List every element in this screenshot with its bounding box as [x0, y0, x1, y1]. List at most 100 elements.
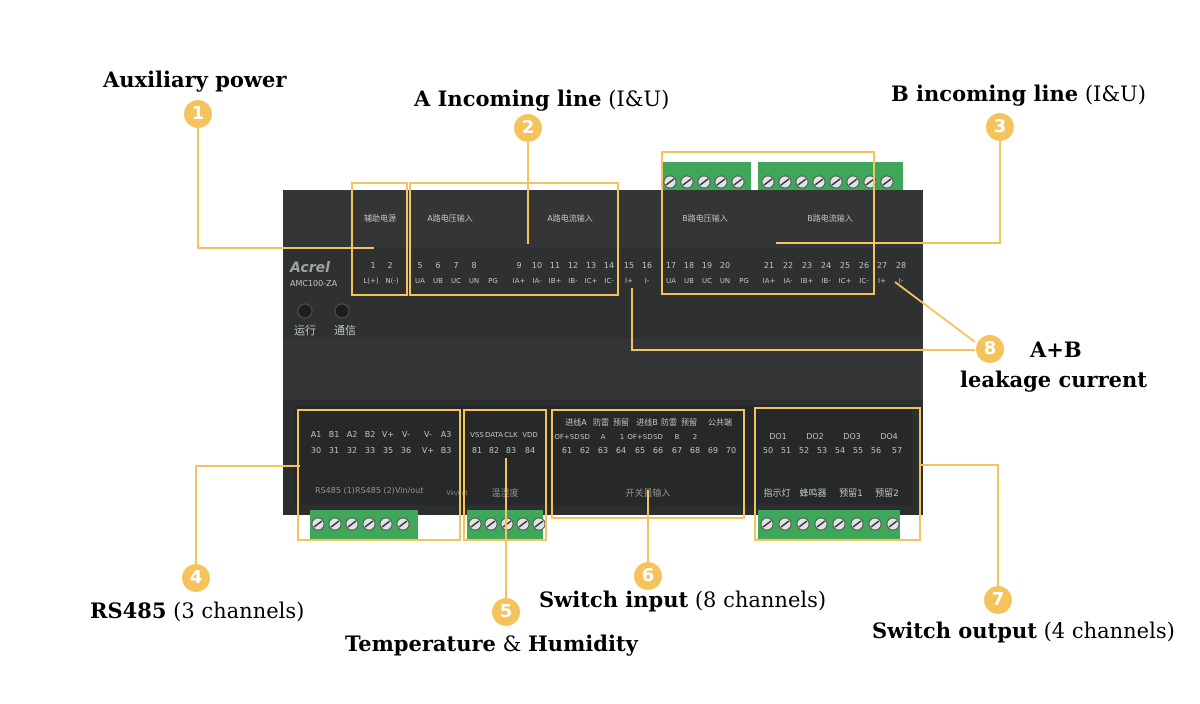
switch-number: 70	[726, 446, 736, 455]
screw-icon	[663, 175, 677, 189]
switch-signal: OF+SD	[554, 433, 579, 441]
rs485-signal: A2	[347, 430, 358, 439]
terminal-number: 12	[568, 261, 578, 270]
terminal-number: 13	[586, 261, 596, 270]
do-number: 56	[871, 446, 881, 455]
switch-header: 防雷	[661, 417, 677, 427]
th-side-label: Vin/out	[446, 490, 468, 497]
highlight-rs485	[297, 409, 461, 541]
rs485-number: 31	[329, 446, 339, 455]
callout-leakage-current: leakage current	[960, 367, 1147, 392]
screw-icon	[814, 517, 828, 531]
terminal-signal: I-	[645, 277, 650, 285]
terminal-number: 28	[896, 261, 906, 270]
label-b-volt: B路电压输入	[682, 213, 728, 223]
terminal-number: 16	[642, 261, 652, 270]
switch-header: 预留	[613, 417, 629, 427]
screw-icon	[532, 517, 546, 531]
screw-icon	[484, 517, 498, 531]
brand-logo: Acrel	[289, 260, 330, 276]
screw-icon	[731, 175, 745, 189]
do-number: 52	[799, 446, 809, 455]
screw-icon	[832, 517, 846, 531]
th-number: 81	[472, 446, 482, 455]
terminal-signal: IC-	[604, 277, 614, 285]
screw-icon	[778, 517, 792, 531]
rs485-number: 35	[383, 446, 393, 455]
terminal-number: 21	[764, 261, 774, 270]
terminal-signal: L(+)	[363, 277, 378, 285]
rs485-number: B3	[441, 446, 452, 455]
callout-temp-humidity: Temperature & Humidity	[345, 631, 638, 656]
highlight-aux-power	[351, 182, 408, 296]
do-number: 54	[835, 446, 845, 455]
terminal-signal: I+	[625, 277, 633, 285]
switch-signal: 2	[693, 433, 697, 441]
terminal-signal: N(-)	[385, 277, 398, 285]
highlight-switch-out	[754, 407, 921, 541]
th-signal: VDD	[522, 431, 538, 439]
terminal-number: 7	[453, 261, 458, 270]
switch-signal: SD	[653, 433, 663, 441]
terminal-number: 15	[624, 261, 634, 270]
rs485-number: 32	[347, 446, 357, 455]
callout-b-incoming: B incoming line (I&U)	[891, 81, 1146, 106]
highlight-b-incoming	[661, 151, 875, 295]
terminal-number: 19	[702, 261, 712, 270]
screw-icon	[345, 517, 359, 531]
terminal-number: 20	[720, 261, 730, 270]
terminal-signal: PG	[739, 277, 749, 285]
terminal-signal: IA+	[763, 277, 776, 285]
screw-icon	[778, 175, 792, 189]
rs485-signal: V-	[402, 430, 410, 439]
switch-signal: 1	[620, 433, 624, 441]
terminal-number: 8	[471, 261, 476, 270]
screw-icon	[680, 175, 694, 189]
screw-icon	[850, 517, 864, 531]
th-number: 82	[489, 446, 499, 455]
housing-bottom-inset	[294, 405, 912, 505]
screw-icon	[379, 517, 393, 531]
do-number: 51	[781, 446, 791, 455]
terminal-number: 25	[840, 261, 850, 270]
th-number: 84	[525, 446, 535, 455]
terminal-signal: I+	[878, 277, 886, 285]
switch-header: 公共端	[708, 417, 732, 427]
terminal-number: 23	[802, 261, 812, 270]
switch-number: 61	[562, 446, 572, 455]
rs485-number: 36	[401, 446, 411, 455]
rs485-signal: B1	[329, 430, 340, 439]
switch-header: 预留	[681, 417, 697, 427]
th-number: 83	[506, 446, 516, 455]
led-run-label: 运行	[294, 324, 316, 337]
rs485-signal: B2	[365, 430, 376, 439]
badge-5: 5	[492, 598, 520, 626]
label-b-curr: B路电流输入	[807, 213, 853, 223]
terminal-signal: UA	[415, 277, 425, 285]
th-signal: VSS	[470, 431, 484, 439]
label-do-3: 预留1	[839, 487, 863, 499]
screw-icon	[886, 517, 900, 531]
screw-icon	[468, 517, 482, 531]
terminal-number: 10	[532, 261, 542, 270]
screw-icon	[362, 517, 376, 531]
do-signal: DO3	[843, 432, 861, 441]
screw-icon	[829, 175, 843, 189]
callout-switch-output: Switch output (4 channels)	[872, 618, 1175, 643]
label-do-2: 蜂鸣器	[799, 487, 826, 499]
switch-number: 66	[653, 446, 663, 455]
callout-aux-power: Auxiliary power	[103, 67, 287, 92]
switch-number: 62	[580, 446, 590, 455]
model-label: AMC100-ZA	[290, 279, 338, 288]
switch-number: 65	[635, 446, 645, 455]
rs485-signal: V-	[424, 430, 432, 439]
terminal-number: 2	[387, 261, 392, 270]
badge-7: 7	[984, 586, 1012, 614]
terminal-number: 6	[435, 261, 440, 270]
switch-header: 进线A	[565, 417, 587, 427]
screw-icon	[311, 517, 325, 531]
terminal-signal: I-	[899, 277, 904, 285]
top-terminal-blocks	[663, 162, 903, 196]
